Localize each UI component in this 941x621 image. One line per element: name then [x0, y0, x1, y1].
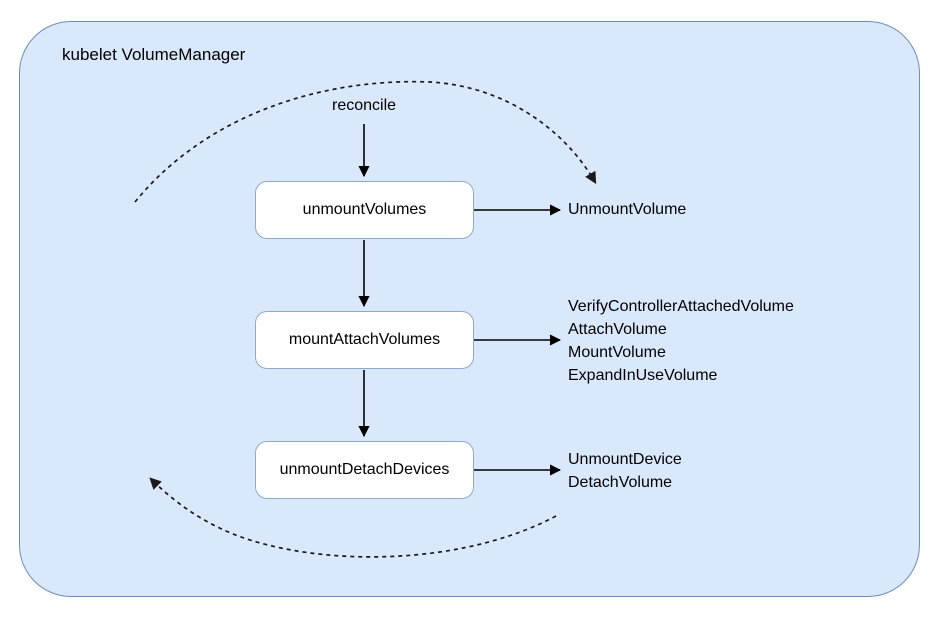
operations-unmount-volumes: UnmountVolume	[568, 201, 687, 218]
reconcile-label: reconcile	[331, 97, 397, 114]
node-mount-attach-volumes[interactable]: mountAttachVolumes	[255, 311, 474, 369]
node-unmount-detach-devices[interactable]: unmountDetachDevices	[255, 441, 474, 499]
operations-mount-attach-volumes: VerifyControllerAttachedVolume AttachVol…	[568, 298, 794, 384]
operations-unmount-detach-devices: UnmountDevice DetachVolume	[568, 451, 682, 491]
node-unmount-volumes[interactable]: unmountVolumes	[255, 181, 474, 239]
container-title: kubelet VolumeManager	[62, 45, 246, 64]
